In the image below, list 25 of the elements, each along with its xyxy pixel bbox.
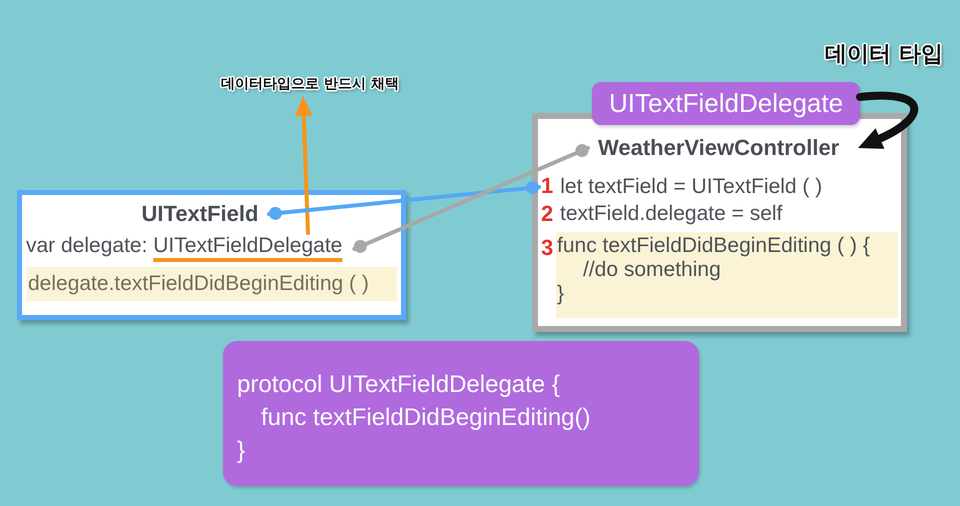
code-highlight	[556, 232, 898, 318]
code-line: }	[557, 282, 566, 306]
code-line: }	[237, 436, 246, 466]
callout-number: 3	[541, 236, 554, 260]
annotation-text: 데이터타입으로 반드시 채택	[195, 72, 425, 96]
code-line: let textField = UITextField ( )	[560, 175, 822, 198]
connector-line	[352, 144, 590, 253]
code-highlight: delegate.textFieldDidBeginEditing ( )	[27, 267, 397, 301]
code-line: protocol UITextFieldDelegate {	[237, 370, 561, 400]
arrow	[856, 92, 918, 149]
class-heading: UITextField	[131, 200, 269, 228]
code-line: func textFieldDidBeginEditing()	[260, 403, 592, 433]
protocol-tag: UITextFieldDelegate	[592, 82, 860, 125]
edge-label: 데이터 타입	[824, 41, 944, 69]
code-line: func textFieldDidBeginEditing ( ) {	[557, 234, 871, 258]
connector-line	[267, 181, 541, 220]
code-line: textField.delegate = self	[560, 202, 782, 226]
code-panel	[223, 341, 699, 486]
callout-number: 2	[541, 202, 554, 226]
arrow	[294, 96, 313, 235]
code-line: //do something	[582, 258, 722, 282]
callout-number: 1	[541, 174, 554, 198]
class-panel	[17, 190, 406, 320]
class-heading: WeatherViewController	[588, 134, 858, 162]
code-line: var delegate: UITextFieldDelegate	[26, 233, 354, 265]
